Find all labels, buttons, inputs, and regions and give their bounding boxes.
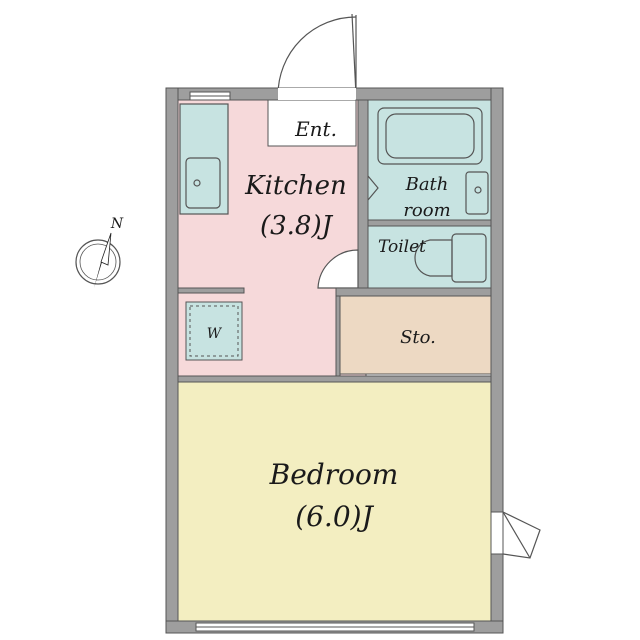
entrance-door-gap [278, 88, 356, 100]
window-bedroom-right [490, 511, 541, 559]
bedroom-room [177, 381, 492, 622]
bath-label-2: room [403, 200, 450, 221]
storage-room [339, 295, 492, 375]
window-bedroom-bottom [195, 622, 475, 632]
window-top-left [189, 91, 231, 101]
wall-above-bedroom [177, 375, 492, 383]
kitchen-inner-door [317, 249, 359, 289]
toilet-room [367, 225, 492, 289]
entrance-label: Ent. [294, 117, 337, 141]
bedroom-label: Bedroom [269, 458, 399, 491]
washer-label: W [207, 326, 223, 342]
wall-bath-toilet [367, 219, 492, 227]
kitchen-counter [179, 103, 229, 215]
toilet-label: Toilet [378, 237, 426, 257]
wall-toilet-storage [335, 287, 492, 297]
wall-storage-left [335, 295, 341, 377]
bath-label-1: Bath [405, 174, 449, 195]
inner-wall-vertical [357, 99, 369, 291]
storage-label: Sto. [400, 327, 436, 348]
kitchen-size: (3.8)J [260, 211, 334, 241]
inner-wall-kitchen [177, 287, 245, 294]
kitchen-label: Kitchen [244, 171, 347, 201]
compass-label: N [110, 216, 124, 232]
bedroom-size: (6.0)J [295, 500, 374, 533]
entrance-door [277, 13, 357, 96]
bathroom [367, 99, 492, 221]
washer-area [185, 301, 243, 361]
compass-icon [75, 232, 121, 288]
